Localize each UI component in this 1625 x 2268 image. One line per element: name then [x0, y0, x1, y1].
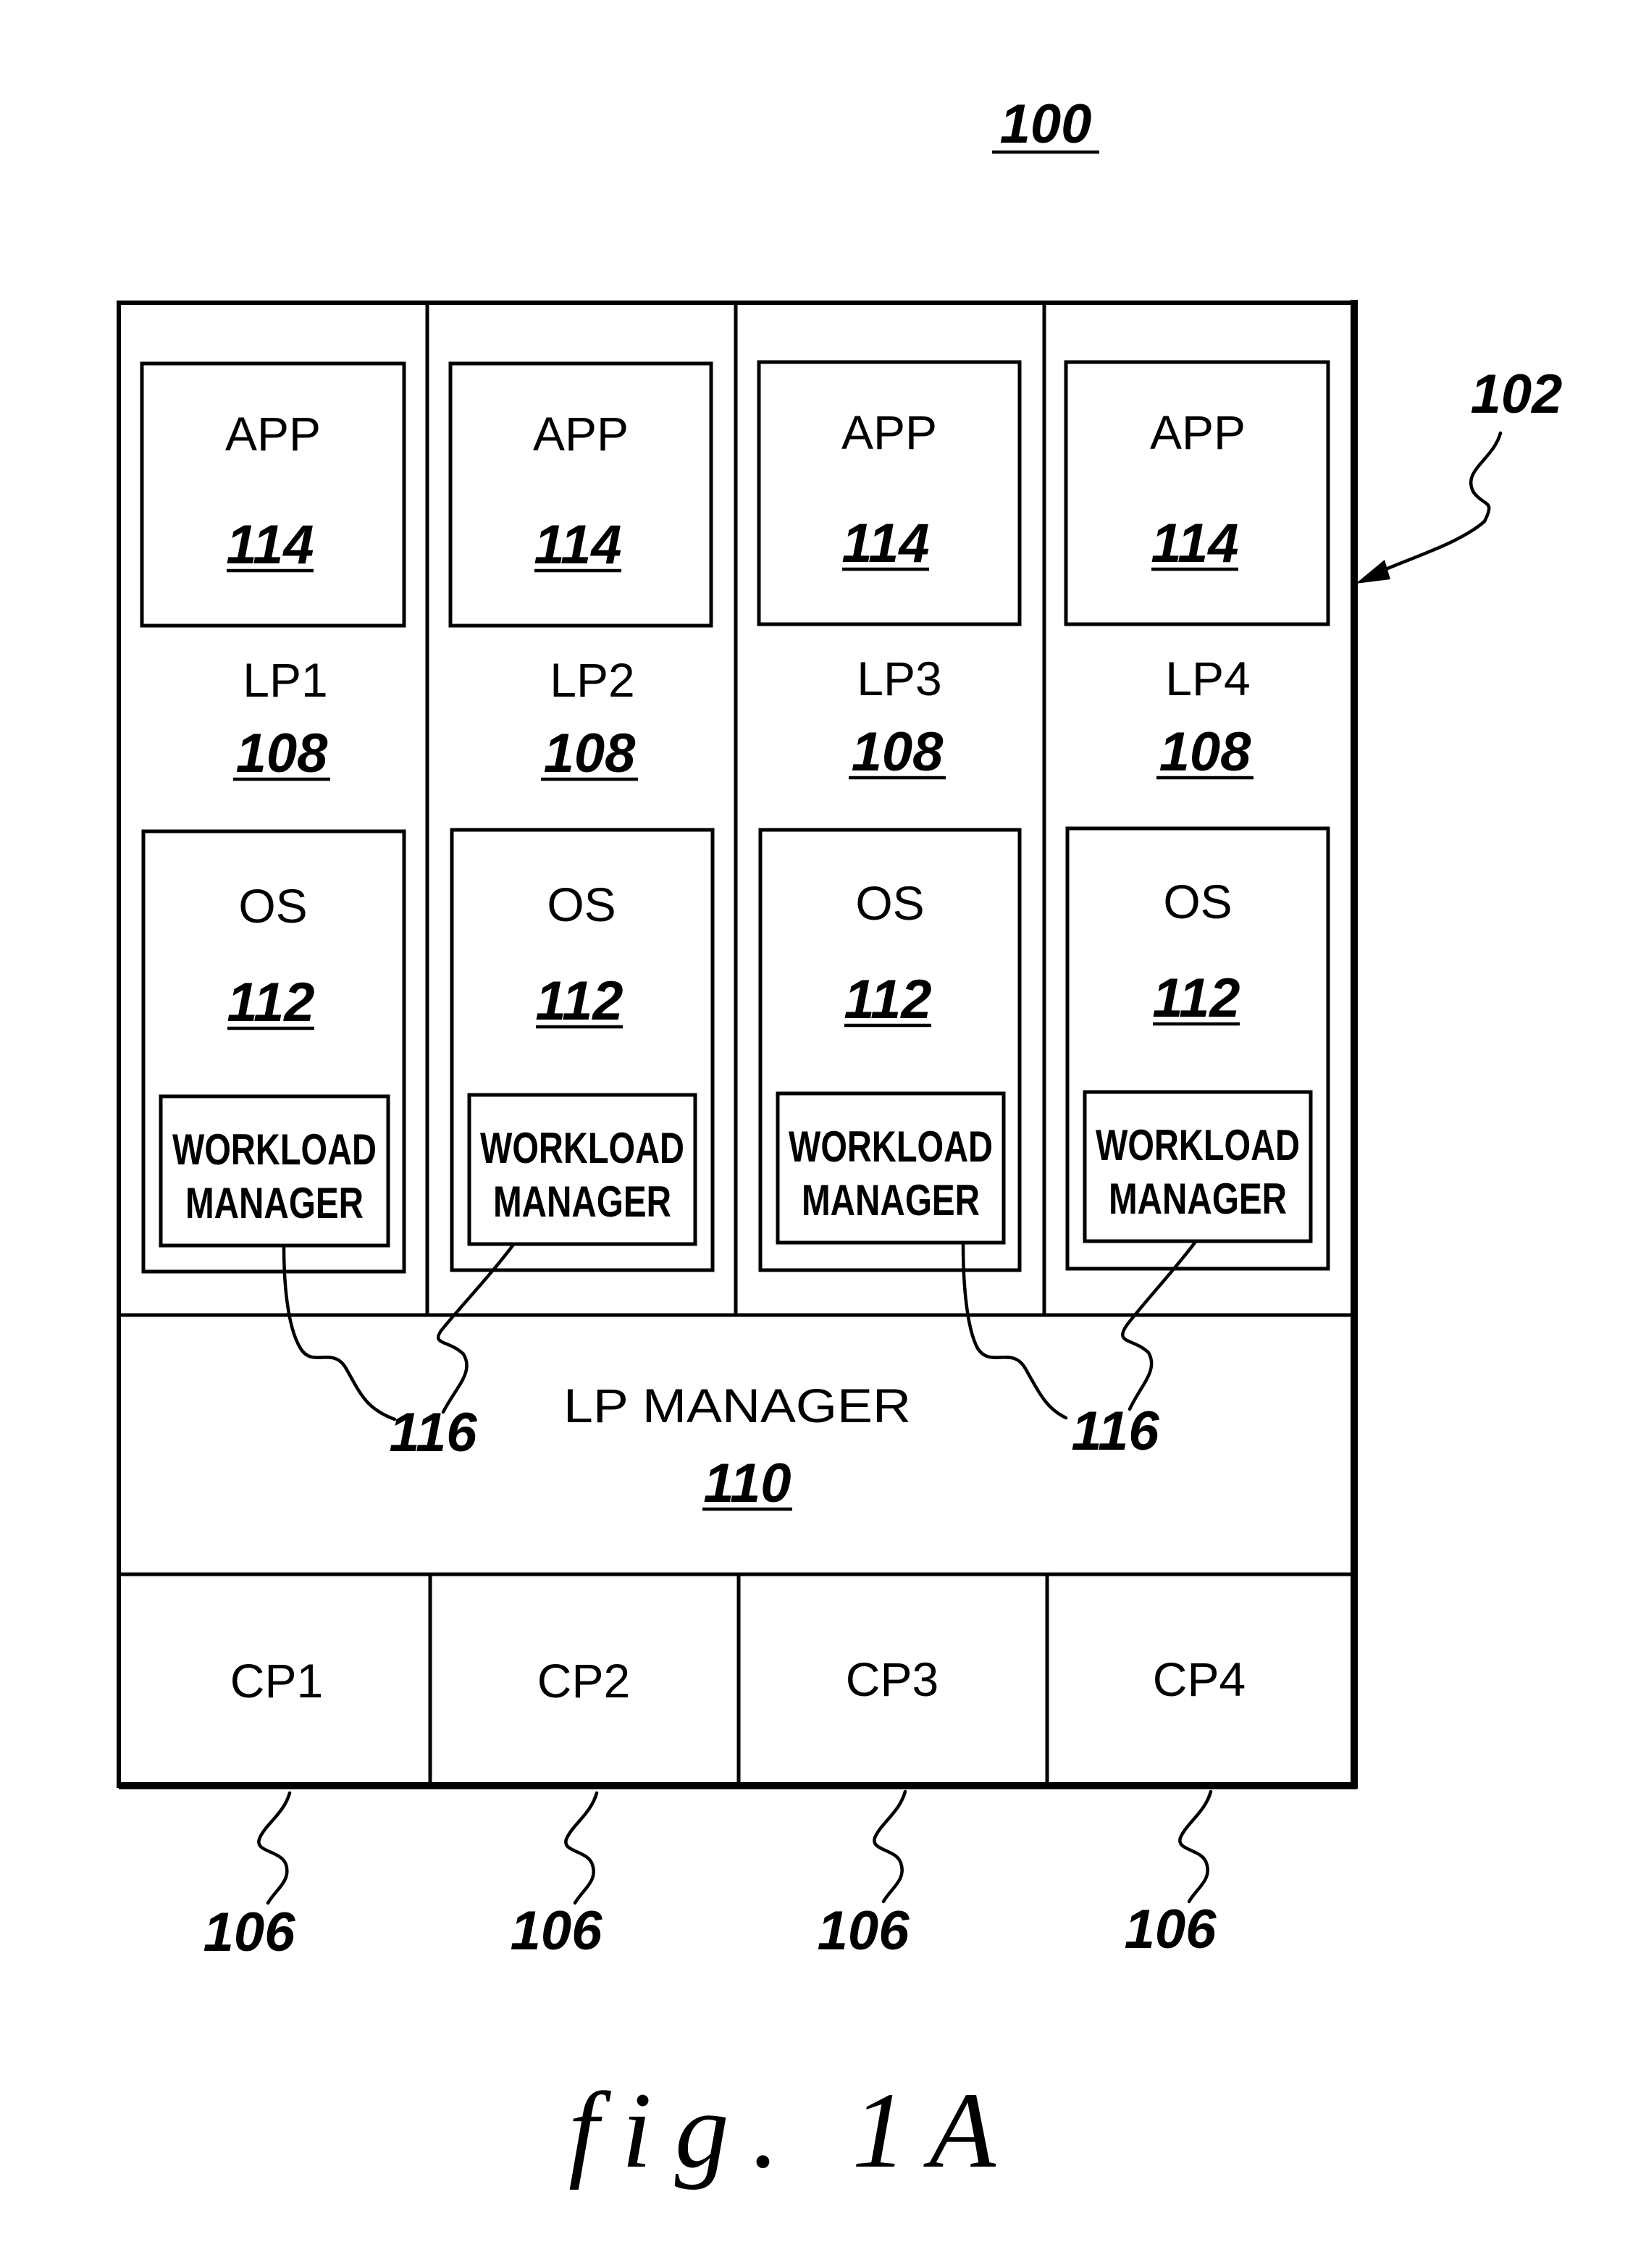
lp-ref: 108 [1159, 721, 1252, 783]
workload-manager-label-line2: MANAGER [493, 1177, 671, 1226]
os-ref: 112 [1152, 967, 1240, 1029]
os-label: OS [547, 878, 616, 931]
logical-partition-3: APP 114 LP3 108 OS 112 WORKLOAD MANAGER [759, 362, 1020, 1270]
app-ref: 114 [226, 514, 314, 576]
app-label: APP [225, 407, 321, 461]
lp-ref: 108 [852, 721, 944, 783]
lp-label: LP2 [550, 653, 634, 707]
os-label: OS [1163, 875, 1232, 928]
logical-partition-1: APP 114 LP1 108 OS 112 WORKLOAD MANAGER [142, 364, 404, 1272]
lp-label: LP4 [1165, 652, 1250, 705]
processor-cp4-leader [1180, 1792, 1211, 1902]
lp-label: LP1 [243, 653, 327, 707]
workload-manager-label-line1: WORKLOAD [789, 1122, 993, 1171]
os-ref: 112 [535, 970, 623, 1032]
app-label: APP [841, 406, 937, 459]
app-box [450, 364, 711, 626]
os-ref: 112 [844, 969, 931, 1030]
frame-ref: 102 [1471, 364, 1563, 425]
app-label: APP [533, 407, 629, 461]
app-ref: 114 [1151, 513, 1238, 574]
processor-cp3-leader [874, 1792, 905, 1902]
os-label: OS [855, 876, 924, 930]
app-label: APP [1150, 406, 1246, 459]
lp-ref: 108 [544, 723, 637, 784]
os-ref: 112 [227, 972, 314, 1033]
workload-manager-ref-right: 116 [1071, 1400, 1159, 1462]
lp-manager-label: LP MANAGER [563, 1379, 911, 1432]
app-box [1066, 362, 1328, 624]
logical-partition-4: APP 114 LP4 108 OS 112 WORKLOAD MANAGER [1066, 362, 1328, 1269]
lp-ref: 108 [236, 723, 329, 784]
logical-partition-2: APP 114 LP2 108 OS 112 WORKLOAD MANAGER [450, 364, 713, 1270]
processor-cp3-label: CP3 [846, 1652, 939, 1706]
workload-manager-label-line1: WORKLOAD [480, 1124, 684, 1172]
lp-manager-ref: 110 [703, 1453, 791, 1514]
processor-cp4-ref: 106 [1125, 1899, 1217, 1960]
workload-manager-label-line2: MANAGER [1109, 1175, 1287, 1223]
processor-cp1-leader [259, 1793, 290, 1903]
processor-cp3-ref: 106 [818, 1900, 910, 1962]
workload-manager-ref-left: 116 [389, 1402, 477, 1463]
frame-ref-leader [1364, 433, 1500, 579]
workload-manager-label-line2: MANAGER [185, 1179, 364, 1227]
processor-cp2-leader [566, 1793, 597, 1903]
lp-label: LP3 [857, 652, 941, 705]
processor-cp2-label: CP2 [537, 1654, 630, 1708]
app-ref: 114 [534, 514, 621, 576]
os-label: OS [238, 879, 307, 933]
processor-cp1-ref: 106 [203, 1902, 296, 1963]
frame-ref-arrowhead [1356, 560, 1390, 584]
workload-manager-label-line1: WORKLOAD [1096, 1121, 1300, 1169]
processor-cp4-label: CP4 [1153, 1652, 1246, 1706]
app-ref: 114 [841, 513, 929, 574]
workload-manager-label-line1: WORKLOAD [172, 1125, 377, 1174]
processor-cp1-label: CP1 [230, 1654, 323, 1708]
processor-cp2-ref: 106 [511, 1900, 603, 1962]
system-ref: 100 [1000, 93, 1092, 155]
workload-manager-label-line2: MANAGER [802, 1176, 980, 1225]
app-box [759, 362, 1020, 624]
figure-caption: fig. 1A [568, 2070, 996, 2191]
app-box [142, 364, 404, 626]
